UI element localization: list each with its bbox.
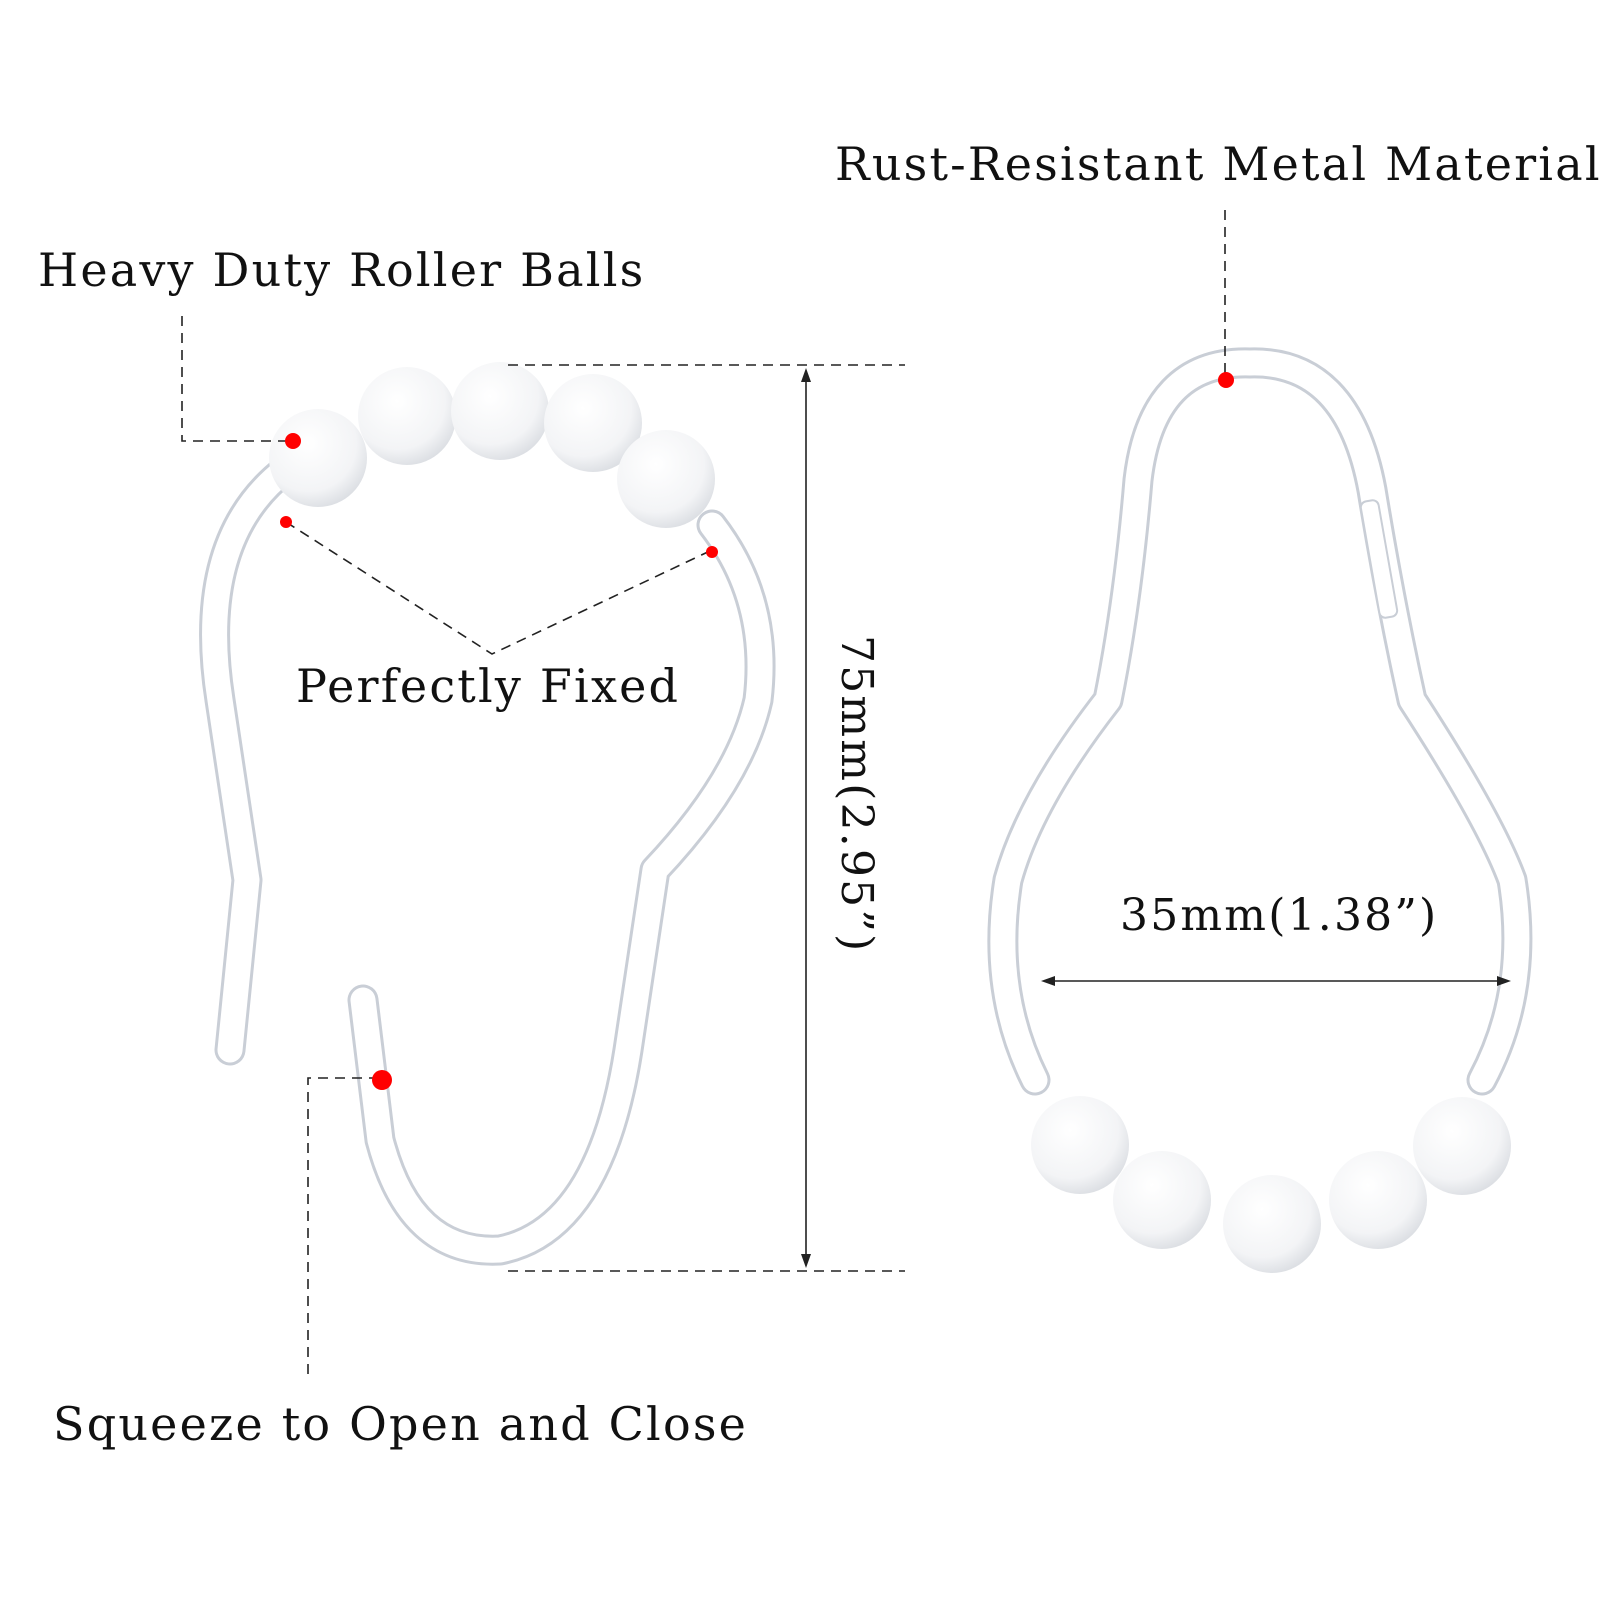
- label-roller-balls: Heavy Duty Roller Balls: [38, 243, 645, 297]
- label-perfectly-fixed: Perfectly Fixed: [296, 659, 680, 713]
- roller-ball: [544, 374, 642, 472]
- arrow-right-icon: [1497, 976, 1511, 986]
- marker-dot: [285, 433, 301, 449]
- roller-ball: [1223, 1175, 1321, 1273]
- roller-ball: [269, 409, 367, 507]
- callout-lines: [181, 210, 1226, 1374]
- marker-dot: [280, 516, 292, 528]
- roller-ball: [617, 430, 715, 528]
- width-dimension: [1041, 976, 1511, 986]
- roller-ball: [1413, 1097, 1511, 1195]
- height-dimension-label: 75mm(2.95”): [831, 635, 882, 953]
- roller-ball: [451, 362, 549, 460]
- marker-dot: [372, 1070, 392, 1090]
- height-dimension: [801, 368, 811, 1268]
- roller-ball: [1329, 1151, 1427, 1249]
- arrow-down-icon: [801, 1254, 811, 1268]
- roller-ball: [358, 367, 456, 465]
- label-material: Rust-Resistant Metal Material: [835, 137, 1600, 191]
- roller-ball: [1113, 1151, 1211, 1249]
- roller-balls-left: [269, 362, 715, 528]
- roller-balls-right: [1031, 1096, 1511, 1273]
- latch: [1359, 499, 1399, 619]
- roller-ball: [1031, 1096, 1129, 1194]
- arrow-left-icon: [1041, 976, 1055, 986]
- red-markers: [280, 372, 1234, 1090]
- width-dimension-label: 35mm(1.38”): [1120, 890, 1438, 941]
- right-hook: [987, 347, 1533, 1273]
- marker-dot: [706, 546, 718, 558]
- left-hook: [199, 362, 776, 1266]
- arrow-up-icon: [801, 368, 811, 382]
- label-squeeze: Squeeze to Open and Close: [53, 1397, 748, 1451]
- marker-dot: [1218, 372, 1234, 388]
